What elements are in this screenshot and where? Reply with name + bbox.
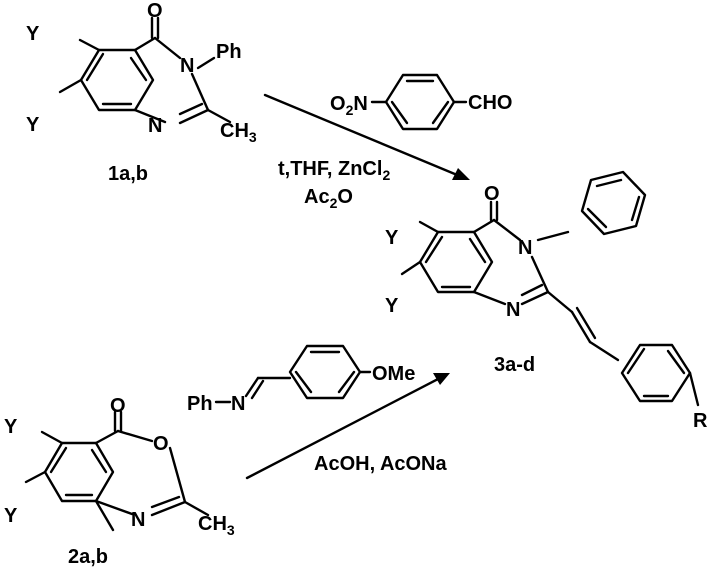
compound-2-carbonyl-oxygen: O	[110, 395, 126, 417]
compound-1-methyl: CH3	[220, 120, 257, 145]
top-reaction-arrow	[263, 93, 470, 180]
compound-1-label: 1a,b	[108, 163, 148, 185]
compound-1-substituent-y-top: Y	[26, 23, 40, 45]
compound-1-ring-nitrogen-3: N	[180, 55, 194, 77]
compound-2-methyl: CH3	[198, 513, 235, 538]
compound-1-carbonyl-oxygen: O	[147, 0, 163, 22]
compound-1-structure	[58, 16, 232, 125]
imine-reagent-structure	[214, 344, 372, 404]
compound-2-structure	[24, 410, 210, 532]
bottom-conditions: AcOH, AcONa	[314, 453, 448, 475]
imine-methoxy: OMe	[372, 363, 415, 385]
compound-3-label: 3a-d	[494, 354, 535, 376]
compound-2-label: 2a,b	[68, 546, 108, 568]
compound-2-ring-oxygen: O	[153, 433, 169, 455]
compound-2-substituent-y-bottom: Y	[4, 505, 18, 527]
product-3-carbonyl-oxygen: O	[484, 183, 500, 205]
aldehyde-nitro-group: O2N	[330, 93, 368, 118]
product-3-ring-nitrogen-3: N	[518, 237, 532, 259]
product-3-substituent-y-bottom: Y	[385, 295, 399, 317]
imine-nitrogen: N	[231, 393, 245, 415]
product-3-structure	[400, 170, 700, 407]
top-conditions-line-1: t,THF, ZnCl2	[278, 158, 390, 183]
aldehyde-reagent-structure	[370, 73, 468, 131]
compound-2-substituent-y-top: Y	[4, 416, 18, 438]
product-3-substituent-y-top: Y	[385, 227, 399, 249]
product-3-ring-nitrogen-1: N	[506, 299, 520, 321]
product-3-substituent-r: R	[693, 410, 708, 432]
imine-phenyl: Ph	[187, 393, 213, 415]
top-conditions-line-2: Ac2O	[304, 186, 353, 211]
compound-1-substituent-y-bottom: Y	[26, 114, 40, 136]
compound-1-phenyl: Ph	[216, 41, 242, 63]
compound-2-ring-nitrogen: N	[131, 509, 145, 531]
aldehyde-cho-group: CHO	[468, 92, 512, 114]
compound-1-ring-nitrogen-1: N	[148, 115, 162, 137]
bottom-reaction-arrow	[245, 373, 450, 480]
